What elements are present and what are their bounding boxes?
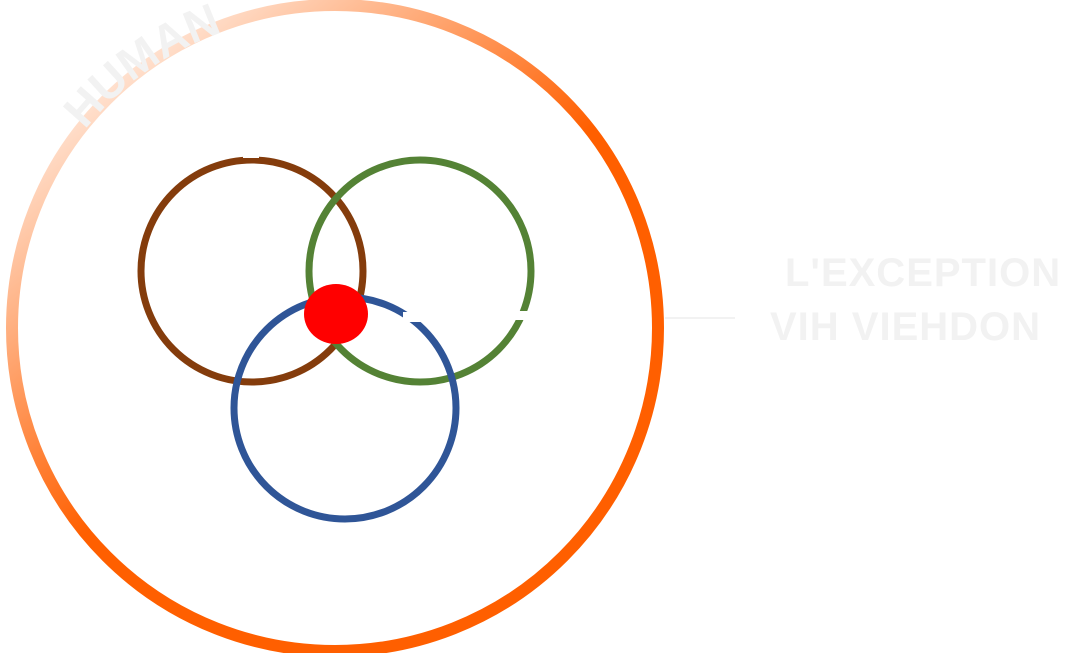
brown-circle — [137, 156, 367, 386]
green-circle — [305, 156, 535, 386]
gap-mark-2 — [515, 311, 529, 320]
gap-mark-3 — [243, 152, 259, 158]
outer-ring-label-path: HUMAN — [53, 0, 226, 136]
outer-ring — [6, 0, 664, 653]
callout-line-1: L'EXCEPTION — [785, 251, 1061, 295]
callout-line-2: VIH VIEHDON — [770, 305, 1041, 349]
center-dot — [304, 284, 368, 344]
gap-mark-1 — [403, 312, 437, 322]
outer-ring-label: HUMAN — [53, 0, 226, 136]
